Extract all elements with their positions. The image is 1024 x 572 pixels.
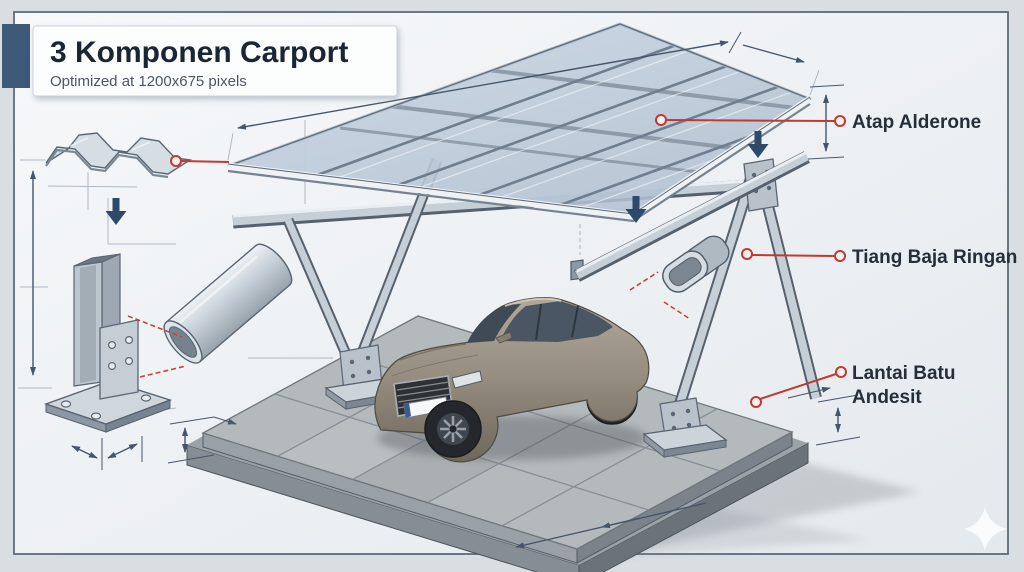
leader-roof-label (655, 114, 846, 127)
leader-floor-label (750, 366, 847, 408)
car-side-windows (500, 301, 613, 342)
corrugated-sheet-sketch (45, 132, 192, 179)
title-accent-bar (2, 24, 30, 88)
detail-callout-dashes (127, 271, 691, 378)
title-block: 3 Komponen Carport Optimized at 1200x675… (2, 24, 398, 97)
car-headlight (451, 370, 483, 389)
base-plate-dimension (71, 445, 98, 459)
red-ring-endpoint (750, 396, 762, 408)
floor-label-line2: Andesit (852, 387, 922, 408)
red-ring-endpoint (741, 248, 753, 260)
oval-tube-detail (662, 235, 730, 293)
leader-roof-sheet (170, 155, 230, 167)
car-windshield (467, 304, 521, 343)
car-mirror (495, 331, 513, 344)
page-subtitle: Optimized at 1200x675 pixels (50, 73, 247, 90)
red-ring-endpoint (170, 155, 182, 167)
page-title: 3 Komponen Carport (50, 36, 348, 69)
red-ring-endpoint (834, 115, 846, 127)
carport-frame-front (570, 150, 822, 459)
leader-lines (127, 114, 847, 408)
roof-label: Atap Alderone (852, 112, 981, 133)
sparkle-icon (964, 506, 1007, 551)
red-ring-endpoint (655, 114, 667, 126)
component-labels: Atap Alderone Tiang Baja Ringan Lantai B… (852, 112, 1017, 408)
car-front-wheel (424, 400, 482, 458)
red-ring-endpoint (835, 366, 847, 378)
steel-post-sketch (43, 253, 173, 433)
title-card (32, 25, 398, 97)
leader-post-label (741, 248, 846, 262)
red-ring-endpoint (834, 250, 846, 262)
right-posts (642, 158, 822, 459)
floor-label-line1: Lantai Batu (852, 363, 955, 384)
post-label: Tiang Baja Ringan (852, 247, 1017, 268)
dimension-lines (30, 31, 861, 549)
roof-width-dimension (237, 40, 729, 130)
car (374, 297, 650, 463)
